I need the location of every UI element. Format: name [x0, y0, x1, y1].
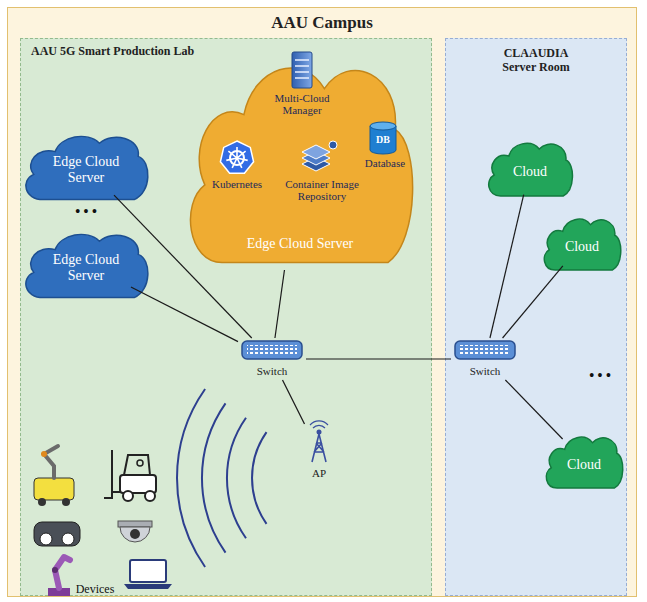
repository-badge	[329, 141, 337, 149]
forklift-driver	[137, 460, 143, 466]
repository-layer	[302, 145, 330, 159]
node-label: Edge Cloud Server	[247, 236, 354, 252]
node-label: Switch	[257, 365, 288, 378]
connector-line	[503, 266, 563, 338]
database-top	[370, 122, 396, 130]
database-icon	[370, 126, 396, 154]
agv-wheel	[40, 533, 52, 545]
campus-region: AAU CampusAAU 5G Smart Production LabEdg…	[7, 7, 637, 597]
arm-base	[48, 588, 70, 596]
wireless-waves	[177, 389, 266, 567]
camera-dome	[120, 527, 150, 542]
mobile-robot	[34, 478, 74, 500]
connector-line	[131, 287, 238, 342]
network-switch: Switch	[451, 338, 519, 380]
cloud-outline	[190, 68, 412, 263]
ap-tower	[312, 434, 326, 462]
component-label: Kubernetes	[205, 178, 269, 190]
laptop-screen	[130, 560, 166, 582]
server-icon	[292, 52, 312, 88]
database-mark: DB	[371, 134, 395, 145]
cloud: Cloud	[542, 432, 626, 490]
forklift-wheel	[145, 491, 155, 501]
camera-mount	[118, 521, 152, 527]
forklift-cab	[124, 455, 150, 475]
node-label: Switch	[470, 365, 501, 378]
robot-joint	[41, 451, 47, 457]
switch-ports	[460, 345, 510, 355]
kubernetes-wheel	[230, 151, 244, 165]
connector-line	[306, 358, 451, 359]
switch-icon	[242, 341, 302, 359]
ellipsis: • • •	[66, 204, 106, 219]
node-label: Cloud	[565, 239, 599, 255]
connector-line	[505, 380, 562, 439]
region-title: CLAAUDIA Server Room	[490, 47, 582, 75]
group-label: Devices	[70, 583, 120, 596]
ellipsis: • • •	[580, 368, 620, 383]
region-title: AAU Campus	[271, 13, 373, 33]
component-label: Database	[358, 157, 412, 169]
connector-line	[490, 195, 524, 338]
kubernetes-spokes	[226, 147, 247, 168]
access-point: AP	[300, 424, 338, 482]
component-label: Multi-Cloud Manager	[260, 92, 344, 116]
cloud: Cloud	[484, 138, 576, 198]
node-label: Edge Cloud Server	[43, 252, 129, 284]
industrial-arm	[55, 557, 70, 588]
connector-line	[114, 195, 252, 338]
cloud: Cloud	[540, 214, 624, 272]
robot-wheel	[62, 498, 70, 506]
node-label: Cloud	[567, 457, 601, 473]
region-title: AAU 5G Smart Production Lab	[31, 45, 194, 59]
cloud-outline	[546, 437, 622, 488]
cloud-outline	[26, 136, 148, 199]
connector-line	[283, 380, 305, 424]
forklift-wheel	[123, 491, 133, 501]
network-switch: Switch	[238, 338, 306, 380]
edge-cloud-server: Edge Cloud Server	[19, 130, 153, 202]
connector-line	[275, 270, 285, 338]
agv-wheel	[62, 533, 74, 545]
edge-cloud-server: Edge Cloud Server	[19, 228, 153, 300]
forklift-mast	[104, 450, 120, 498]
robot-arm	[44, 446, 58, 478]
agv-vehicle	[34, 522, 80, 546]
cloud-outline	[544, 219, 620, 270]
switch-ports	[247, 345, 297, 355]
edge-cloud-server: Edge Cloud Server	[178, 48, 422, 270]
server-room-region: CLAAUDIA Server RoomSwitchCloudCloudClou…	[445, 38, 627, 596]
forklift-body	[120, 475, 156, 493]
server-slots	[295, 60, 309, 78]
component-label: Container Image Repository	[274, 178, 370, 202]
node-label: Cloud	[513, 164, 547, 180]
arm-joint	[52, 567, 58, 573]
node-label: Edge Cloud Server	[43, 154, 129, 186]
repository-layer	[302, 151, 330, 165]
laptop-base	[124, 584, 172, 589]
kubernetes-icon	[220, 141, 253, 173]
switch-icon	[455, 341, 515, 359]
robot-wheel	[38, 498, 46, 506]
ap-signal	[310, 421, 328, 428]
camera-lens	[130, 529, 140, 539]
cloud-outline	[26, 234, 148, 297]
ap-antenna	[317, 430, 322, 435]
cloud-outline	[489, 143, 573, 196]
node-label: AP	[312, 467, 326, 480]
repository-layer	[302, 157, 330, 171]
lab-region: AAU 5G Smart Production LabEdge Cloud Se…	[20, 38, 432, 596]
